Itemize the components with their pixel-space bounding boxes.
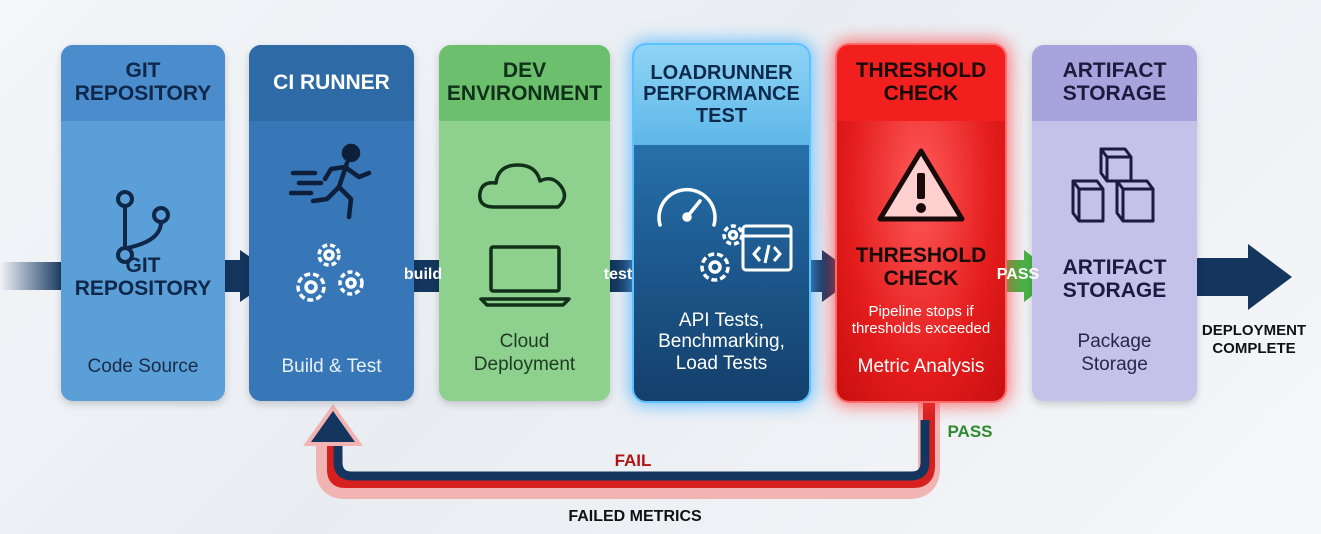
stage-git-repository: GIT REPOSITORY GIT REPOSITORY Code Sourc…	[61, 45, 225, 401]
failed-metrics-label: FAILED METRICS	[568, 508, 702, 525]
laptop-icon	[479, 245, 571, 307]
build-label: build	[403, 266, 443, 283]
code-window-icon	[741, 224, 793, 272]
header-text: LOADRUNNER PERFORMANCE TEST	[643, 61, 800, 127]
stage-subtitle: Metric Analysis	[857, 356, 985, 377]
entry-arrow	[0, 262, 64, 290]
stage-subtitle: Build & Test	[281, 356, 382, 377]
warning-icon	[877, 148, 965, 222]
pass-forward-label: PASS	[996, 266, 1040, 283]
stage-header: CI RUNNER	[249, 45, 414, 121]
running-person-icon	[289, 143, 372, 220]
gears-icon	[296, 243, 364, 302]
stage-subtitle: Cloud Deployment	[473, 331, 576, 375]
stage-title: GIT REPOSITORY	[74, 254, 212, 300]
stage-note: Pipeline stops if thresholds exceeded	[851, 303, 991, 338]
stage-artifact-storage: ARTIFACT STORAGE ARTIFACT STORAGE Packag…	[1032, 45, 1197, 401]
stage-subtitle: Package Storage	[1077, 331, 1152, 375]
boxes-icon	[1071, 147, 1155, 223]
test-label: test	[603, 266, 633, 283]
stage-dev-environment: DEV ENVIRONMENT Cloud Deployment	[439, 45, 610, 401]
stage-threshold-check: THRESHOLD CHECK THRESHOLD CHECK Pipeline…	[837, 45, 1005, 401]
stage-header: LOADRUNNER PERFORMANCE TEST	[634, 45, 809, 145]
stage-header: GIT REPOSITORY	[61, 45, 225, 121]
header-text: CI RUNNER	[273, 70, 390, 94]
arrow-deployment	[1192, 244, 1292, 310]
feedback-loop	[303, 400, 940, 499]
stage-header: DEV ENVIRONMENT	[439, 45, 610, 121]
speedometer-icon	[657, 187, 717, 227]
header-text: DEV ENVIRONMENT	[446, 59, 603, 105]
stage-title: THRESHOLD CHECK	[855, 244, 987, 290]
stage-header: ARTIFACT STORAGE	[1032, 45, 1197, 121]
stage-subtitle: Code Source	[87, 356, 199, 377]
stage-header: THRESHOLD CHECK	[837, 45, 1005, 121]
deployment-complete-label: DEPLOYMENT COMPLETE	[1201, 322, 1307, 357]
feedback-pass-label: PASS	[947, 422, 993, 441]
stage-title: ARTIFACT STORAGE	[1062, 256, 1167, 302]
header-text: ARTIFACT STORAGE	[1062, 59, 1167, 105]
stage-subtitle: API Tests, Benchmarking, Load Tests	[658, 310, 785, 374]
feedback-fail-label: FAIL	[614, 451, 652, 470]
stage-ci-runner: CI RUNNER Build & Test	[249, 45, 414, 401]
header-text: GIT REPOSITORY	[74, 59, 212, 105]
git-branch-icon	[116, 190, 170, 264]
cloud-icon	[478, 163, 567, 209]
header-text: THRESHOLD CHECK	[855, 59, 987, 105]
stage-loadrunner-test: LOADRUNNER PERFORMANCE TEST	[634, 45, 809, 401]
